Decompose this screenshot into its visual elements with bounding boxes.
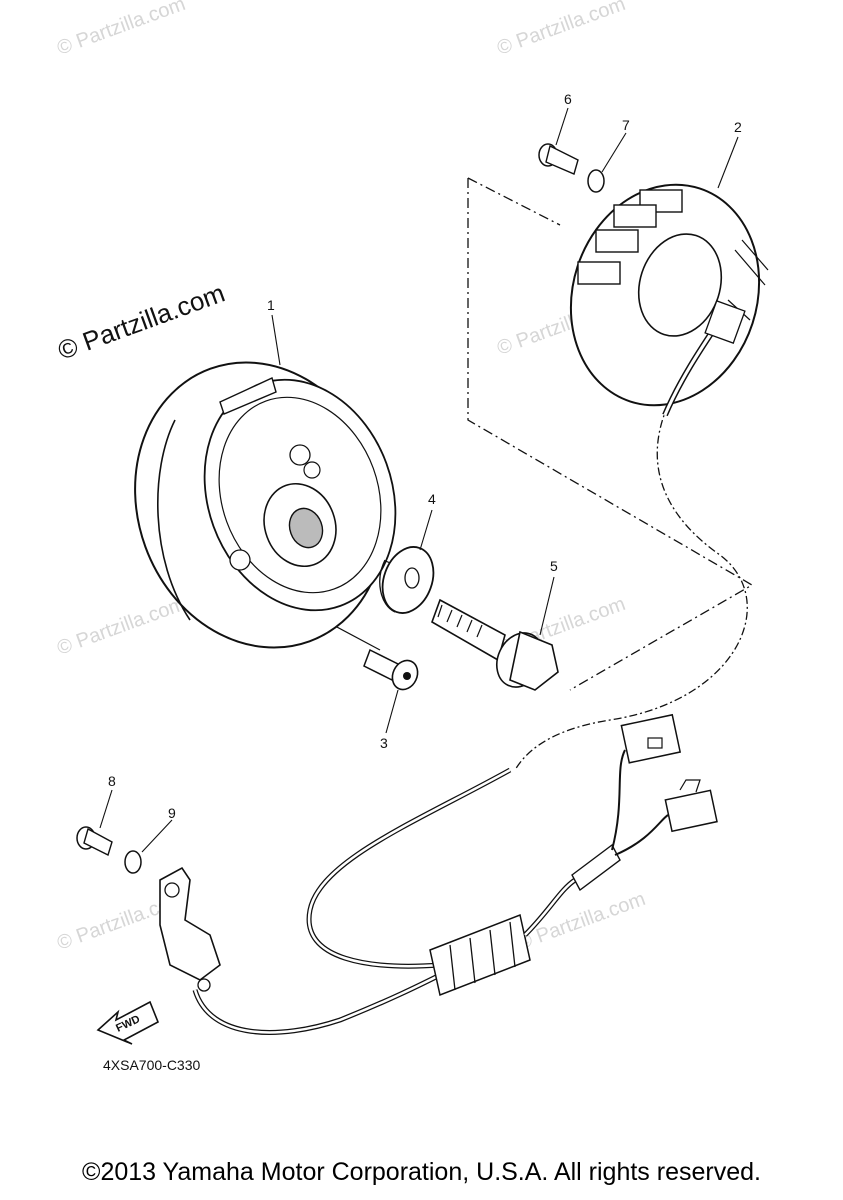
callout-1: 1 xyxy=(267,297,275,313)
bolt-part-5 xyxy=(431,598,559,691)
stator-part-2 xyxy=(569,183,769,417)
callout-9: 9 xyxy=(168,805,176,821)
watermark-text: © Partzilla.com xyxy=(54,0,188,60)
partzilla-watermark-main: © Partzilla.com xyxy=(54,278,229,366)
callout-leaders xyxy=(99,107,739,853)
screw-part-3 xyxy=(363,648,419,691)
callout-2: 2 xyxy=(734,119,742,135)
washer-part-9 xyxy=(124,850,142,874)
callout-7: 7 xyxy=(622,117,630,133)
forward-direction-arrow: FWD xyxy=(96,1000,160,1045)
watermark-text: © Partzilla.com xyxy=(514,888,648,955)
screw-part-8 xyxy=(76,826,113,856)
assembly-outline xyxy=(467,178,754,691)
washer-part-4 xyxy=(379,546,435,614)
copyright-notice: ©2013 Yamaha Motor Corporation, U.S.A. A… xyxy=(82,1158,761,1186)
generator-exploded-diagram: © Partzilla.com © Partzilla.com © Partzi… xyxy=(54,0,769,1073)
callout-4: 4 xyxy=(428,491,436,507)
screw-part-6 xyxy=(538,143,579,175)
flywheel-rotor-part-1 xyxy=(134,361,397,649)
diagram-code: 4XSA700-C330 xyxy=(103,1057,201,1073)
callout-5: 5 xyxy=(550,558,558,574)
pickup-coil-harness xyxy=(159,713,718,1035)
callout-3: 3 xyxy=(380,735,388,751)
washer-part-7 xyxy=(587,169,605,193)
callout-6: 6 xyxy=(564,91,572,107)
watermark-text: © Partzilla.com xyxy=(54,593,188,660)
callout-8: 8 xyxy=(108,773,116,789)
watermark-text: © Partzilla.com xyxy=(494,0,628,60)
assembly-outline xyxy=(467,177,561,226)
wire-route-line xyxy=(514,404,748,771)
